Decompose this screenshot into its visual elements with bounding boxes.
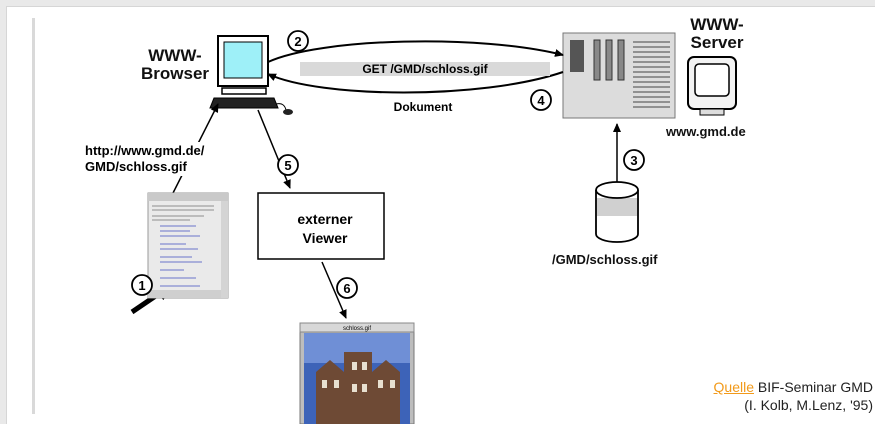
server-icon xyxy=(562,32,676,119)
request-label: GET /GMD/schloss.gif xyxy=(362,62,488,76)
server-host-label: www.gmd.de xyxy=(666,124,746,139)
step-circles xyxy=(131,30,645,299)
step-5: 5 xyxy=(284,158,291,173)
server-label: WWW- Server xyxy=(672,16,762,52)
source-link[interactable]: Quelle xyxy=(713,379,754,395)
response-arrow xyxy=(267,71,564,94)
source-line2: (I. Kolb, M.Lenz, '95) xyxy=(744,397,873,413)
server-monitor-icon xyxy=(687,56,737,116)
image-window xyxy=(299,322,415,424)
browser-screen xyxy=(223,41,263,79)
url-line1: http://www.gmd.de/ xyxy=(85,143,205,158)
server-label-line2: Server xyxy=(690,33,744,52)
step-6: 6 xyxy=(343,281,350,296)
step-5-circle xyxy=(277,154,299,176)
response-label: Dokument xyxy=(394,100,453,114)
browser-label-line1: WWW- xyxy=(148,46,202,65)
image-window-title: schloss.gif xyxy=(343,326,371,332)
request-band xyxy=(300,62,550,76)
step-3: 3 xyxy=(630,153,637,168)
browser-label-line2: Browser xyxy=(140,64,210,83)
step-2-circle xyxy=(287,30,309,52)
database-icon xyxy=(595,181,639,243)
step-3-circle xyxy=(623,149,645,171)
left-rule xyxy=(32,18,35,414)
source-line1: BIF-Seminar GMD xyxy=(753,379,873,395)
url-label: http://www.gmd.de/ GMD/schloss.gif xyxy=(82,142,208,176)
browser-label: WWW- Browser xyxy=(132,47,218,83)
viewer-label-line2: Viewer xyxy=(302,230,348,246)
step-4-circle xyxy=(530,89,552,111)
browser-computer-icon xyxy=(209,35,293,115)
external-viewer-box xyxy=(257,192,385,260)
step-1-circle xyxy=(131,274,153,296)
server-label-line1: WWW- xyxy=(690,15,744,34)
source-note: Quelle BIF-Seminar GMD (I. Kolb, M.Lenz,… xyxy=(714,378,873,414)
step-6-circle xyxy=(336,277,358,299)
request-arrow xyxy=(267,40,564,63)
step-4: 4 xyxy=(537,93,545,108)
viewer-label: externer Viewer xyxy=(270,210,380,248)
viewer-arrow xyxy=(257,109,291,189)
url-line2: GMD/schloss.gif xyxy=(85,159,187,174)
step-2: 2 xyxy=(294,34,301,49)
step-1: 1 xyxy=(138,278,145,293)
viewer-label-line1: externer xyxy=(297,211,353,227)
file-label: /GMD/schloss.gif xyxy=(552,252,658,267)
image-arrow xyxy=(321,261,347,319)
page-thumbnail xyxy=(147,192,229,299)
